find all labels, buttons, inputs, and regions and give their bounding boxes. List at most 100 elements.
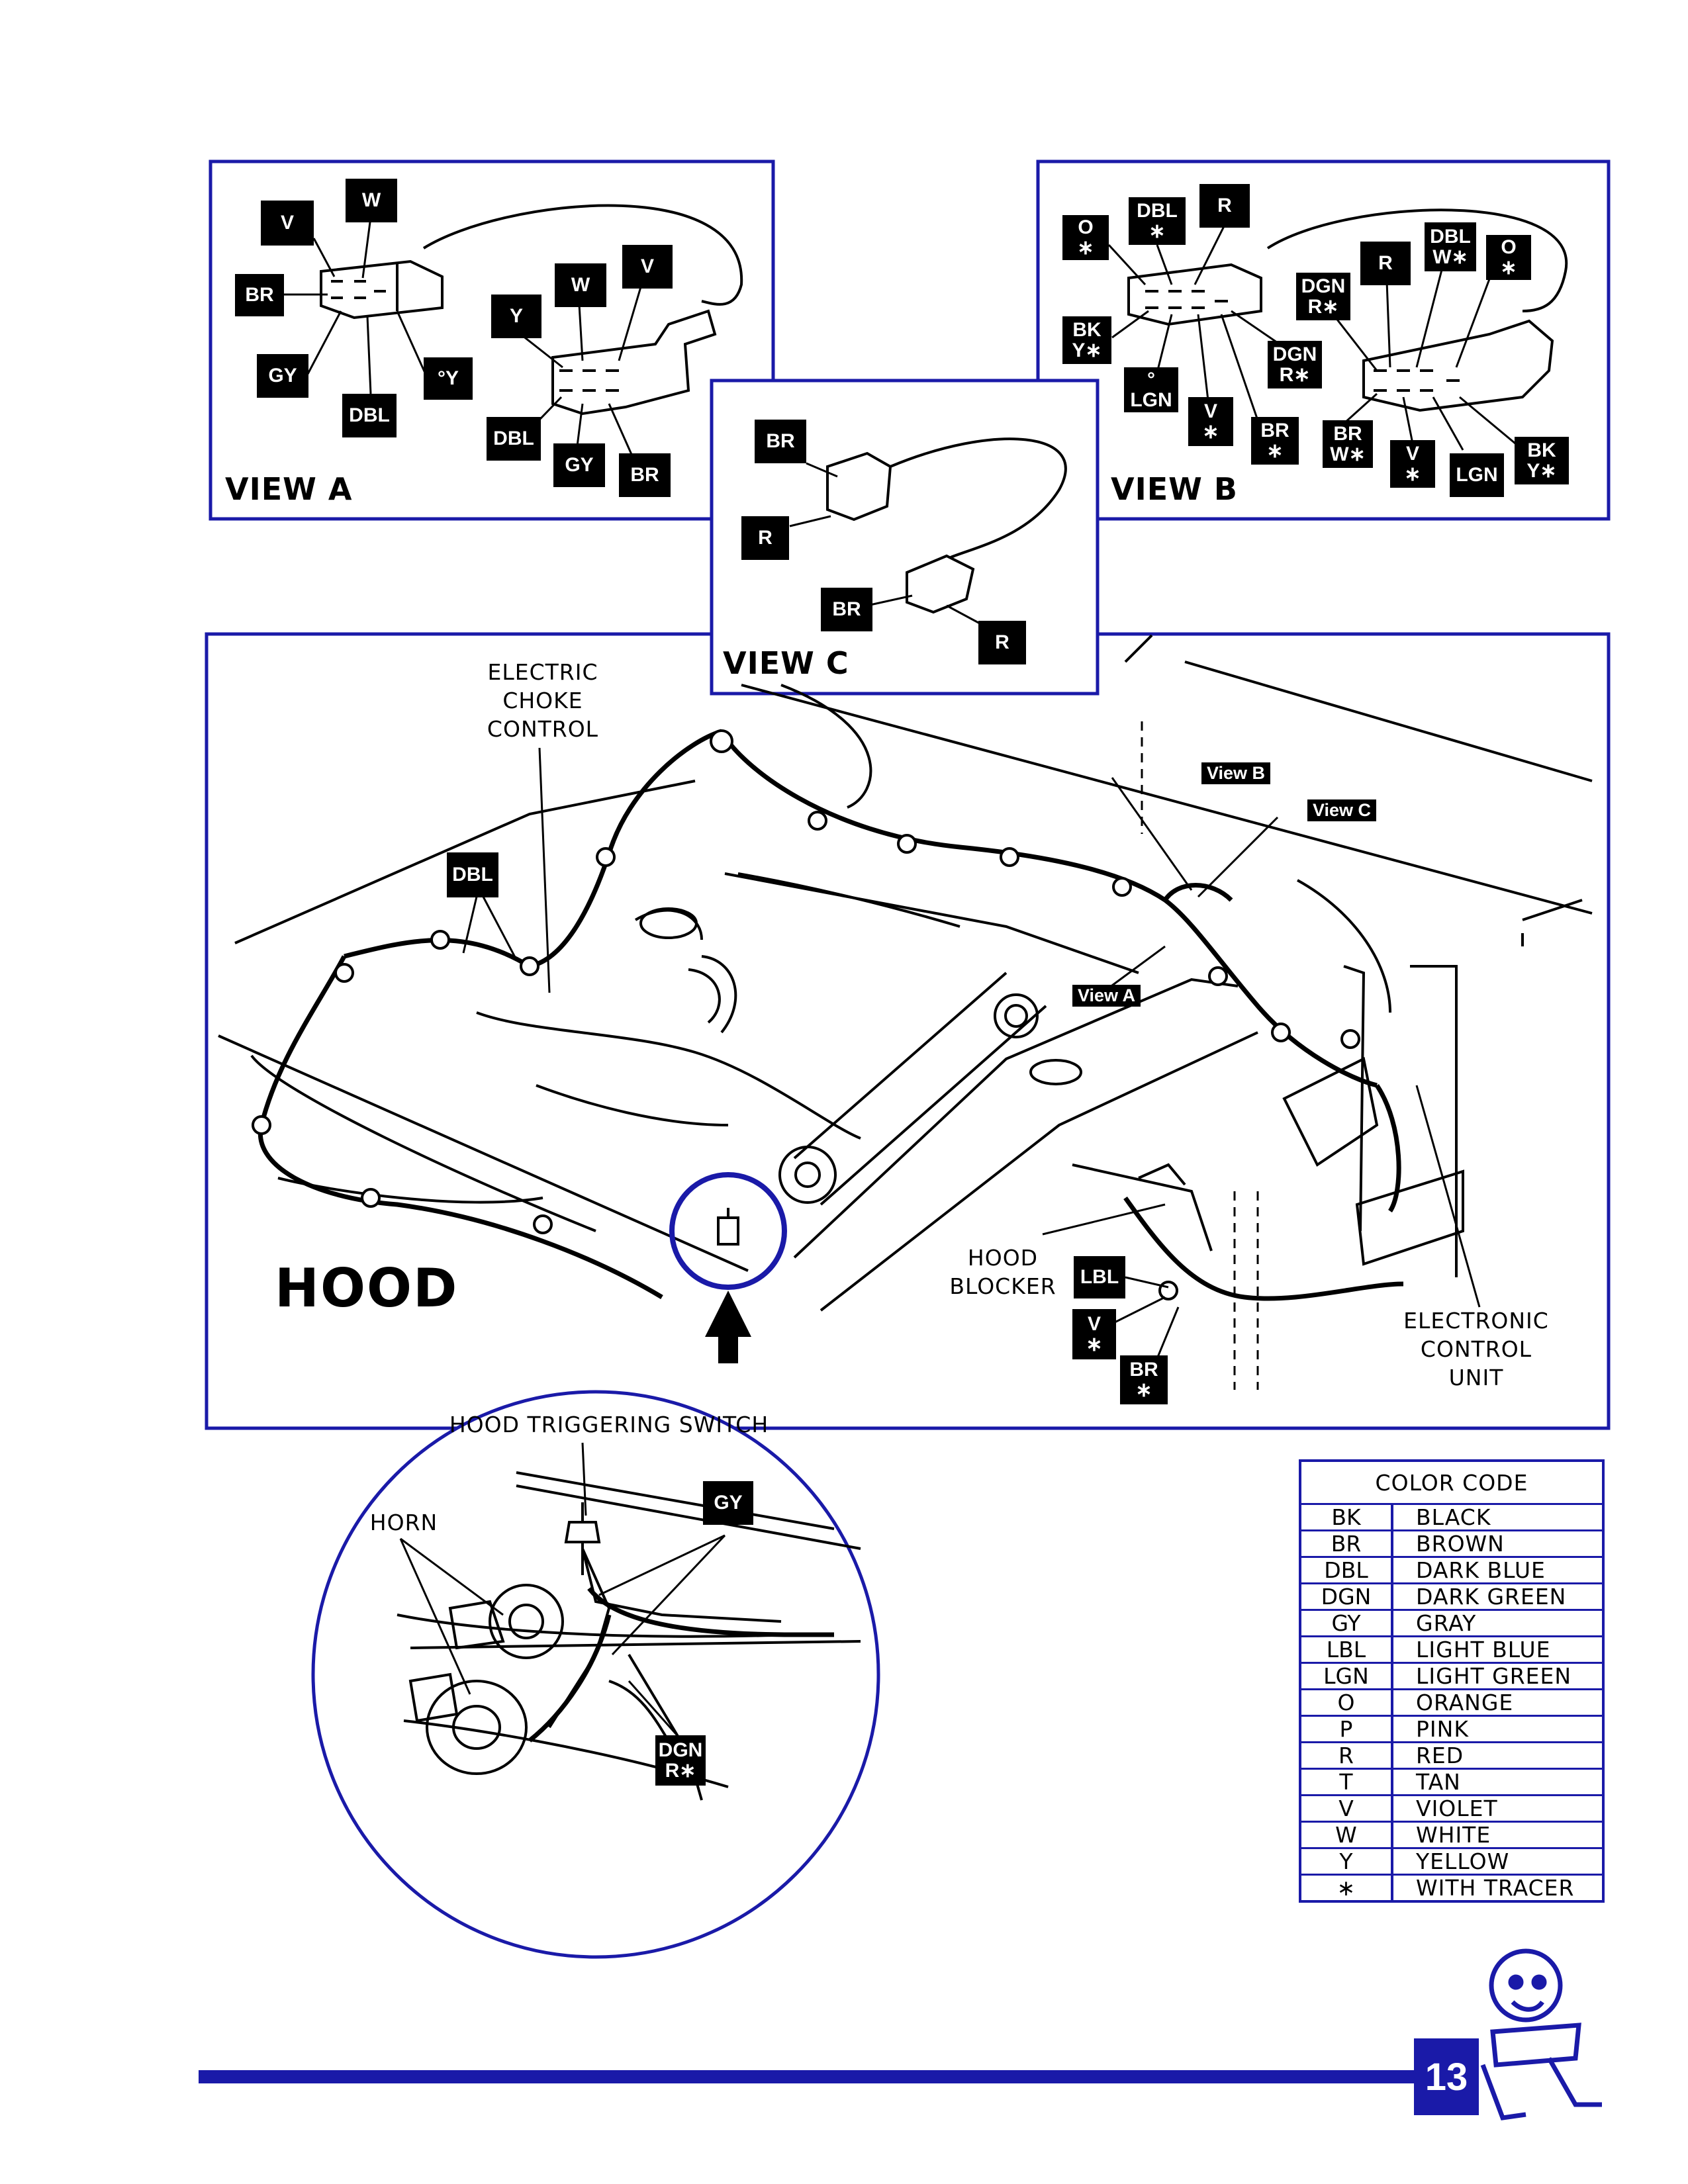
view-b-wire-label: LGN [1450,453,1504,497]
color-name: BLACK [1392,1503,1605,1531]
color-abbrev: BK [1300,1503,1393,1531]
detail-arrow-icon [705,1291,751,1363]
view-a-wire-label: °Y [424,357,473,400]
electric-choke-label: ELECTRIC CHOKE CONTROL [487,659,599,742]
view-b-wire-label: DGN R∗ [1268,341,1322,388]
view-b-wire-label: R [1360,242,1411,285]
color-name: DARK BLUE [1392,1556,1605,1584]
hood-dashed-link-2 [1233,1191,1259,1390]
view-b-wire-label: DGN R∗ [1296,273,1350,320]
color-abbrev: P [1300,1715,1393,1743]
color-abbrev: V [1300,1794,1393,1823]
view-c-wire-label: R [741,516,789,560]
hood-wire-label: V ∗ [1072,1309,1116,1359]
view-a-wire-label: V [622,245,673,289]
detail-harness [528,1586,834,1743]
detail-wire-label: DGN R∗ [655,1735,706,1786]
hood-wire-label: LBL [1074,1256,1125,1298]
view-a-wire-label: W [346,179,397,222]
view-c-title: VIEW C [723,645,849,681]
view-b-title: VIEW B [1111,471,1238,507]
view-a-wire-label: W [555,263,606,307]
color-abbrev: W [1300,1821,1393,1849]
view-b-frame [1036,159,1611,521]
color-abbrev: ∗ [1300,1874,1393,1903]
page-number: 13 [1414,2038,1479,2115]
view-b-wire-label: DBL ∗ [1129,197,1186,245]
view-b-wire-label: O ∗ [1062,215,1109,260]
view-c-tag: View C [1307,799,1377,821]
view-b-wire-label: BR ∗ [1251,417,1299,465]
color-abbrev: O [1300,1688,1393,1717]
view-b-wire-label: ° LGN [1124,367,1178,412]
view-a-leaders [278,216,647,464]
color-abbrev: Y [1300,1847,1393,1876]
view-c-wire-label: R [978,621,1026,664]
color-abbrev: R [1300,1741,1393,1770]
color-abbrev: T [1300,1768,1393,1796]
hood-blocker-label: HOOD BLOCKER [949,1245,1056,1299]
color-name: LIGHT BLUE [1392,1635,1605,1664]
view-a-wire-label: BR [235,274,284,316]
color-abbrev: DGN [1300,1582,1393,1611]
color-abbrev: BR [1300,1529,1393,1558]
color-code-title: COLOR CODE [1299,1459,1605,1505]
view-b-wire-label: O ∗ [1486,235,1531,280]
view-b-wire-label: BR W∗ [1323,420,1373,468]
switch-highlight-circle [669,1172,787,1290]
hood-switch-detail-icon [564,1521,601,1575]
color-name: PINK [1392,1715,1605,1743]
view-b-wire-label: BK Y∗ [1062,316,1111,364]
mascot-figure-icon [1480,1948,1602,2120]
color-abbrev: GY [1300,1609,1393,1637]
color-name: RED [1392,1741,1605,1770]
harness-clips [252,729,1360,1300]
footer-rule [199,2070,1417,2083]
view-b-wire-label: R [1199,184,1250,228]
color-name: BROWN [1392,1529,1605,1558]
view-a-wire-label: BR [619,453,671,497]
hood-triggering-switch-label: HOOD TRIGGERING SWITCH [449,1412,769,1437]
horn-label: HORN [369,1510,438,1535]
hood-engine-bay [218,634,1593,1312]
detail-circle [311,1390,880,1959]
color-abbrev: LBL [1300,1635,1393,1664]
view-a-wire-label: GY [257,354,308,398]
view-c-wire-label: BR [821,588,872,631]
view-b-wire-label: V ∗ [1188,397,1233,446]
view-a-tag: View A [1072,985,1141,1007]
view-a-frame [209,159,775,521]
view-a-wire-label: Y [491,295,541,338]
color-name: WHITE [1392,1821,1605,1849]
color-abbrev: LGN [1300,1662,1393,1690]
view-a-wire-label: DBL [487,417,541,461]
view-c-connectors [826,437,1067,614]
color-name: DARK GREEN [1392,1582,1605,1611]
view-a-wire-label: V [261,201,314,246]
color-name: TAN [1392,1768,1605,1796]
view-a-connectors [320,204,743,416]
detail-leaders [399,1442,726,1741]
color-name: LIGHT GREEN [1392,1662,1605,1690]
color-name: YELLOW [1392,1847,1605,1876]
ecu-label: ELECTRONIC CONTROL UNIT [1403,1308,1549,1390]
color-name: VIOLET [1392,1794,1605,1823]
view-b-wire-label: DBL W∗ [1425,222,1476,271]
view-b-wire-label: V ∗ [1390,440,1435,488]
color-name: ORANGE [1392,1688,1605,1717]
view-a-title: VIEW A [225,471,353,507]
table-row: ∗WITH TRACER [1300,1874,1605,1903]
